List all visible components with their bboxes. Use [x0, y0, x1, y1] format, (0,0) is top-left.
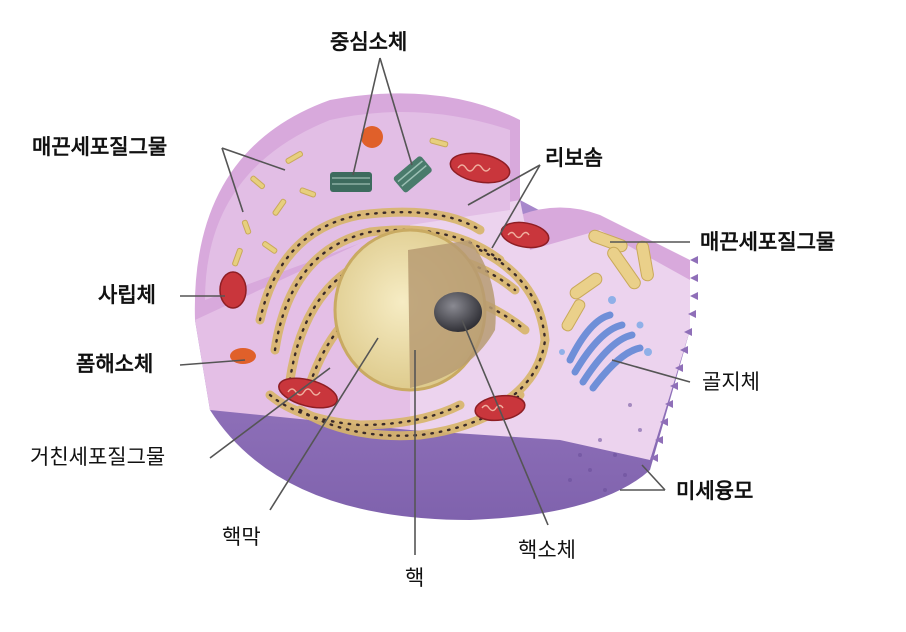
smooth-er-right [561, 229, 654, 332]
label-nucleus: 핵 [405, 566, 425, 590]
label-nucleolus: 핵소체 [518, 538, 576, 562]
label-lysosome: 폼해소체 [76, 352, 154, 376]
label-microvilli: 미세융모 [676, 479, 754, 503]
mitochondria-cristae [287, 164, 530, 412]
microvilli [650, 256, 698, 462]
lysosome-top [361, 126, 383, 148]
golgi-vesicles [559, 296, 652, 356]
centriole-right [393, 156, 432, 193]
label-nuclear-membrane: 핵막 [222, 525, 261, 549]
nucleolus [434, 292, 482, 332]
golgi-apparatus [566, 311, 644, 392]
label-rough-er: 거친세포질그물 [30, 445, 166, 469]
label-mitochondria: 사립체 [98, 283, 156, 307]
label-smooth-er-left: 매끈세포질그물 [32, 135, 168, 159]
label-ribosome: 리보솜 [545, 146, 603, 170]
cytoplasm-upper [205, 112, 510, 300]
label-centrosome: 중심소체 [330, 30, 408, 54]
leader-lines [179, 57, 691, 555]
mitochondria [219, 152, 550, 422]
label-smooth-er-right: 매끈세포질그물 [700, 230, 836, 254]
centriole-left [330, 172, 372, 192]
label-golgi: 골지체 [702, 370, 760, 394]
smooth-er-left [232, 137, 477, 267]
side-texture [568, 403, 642, 492]
